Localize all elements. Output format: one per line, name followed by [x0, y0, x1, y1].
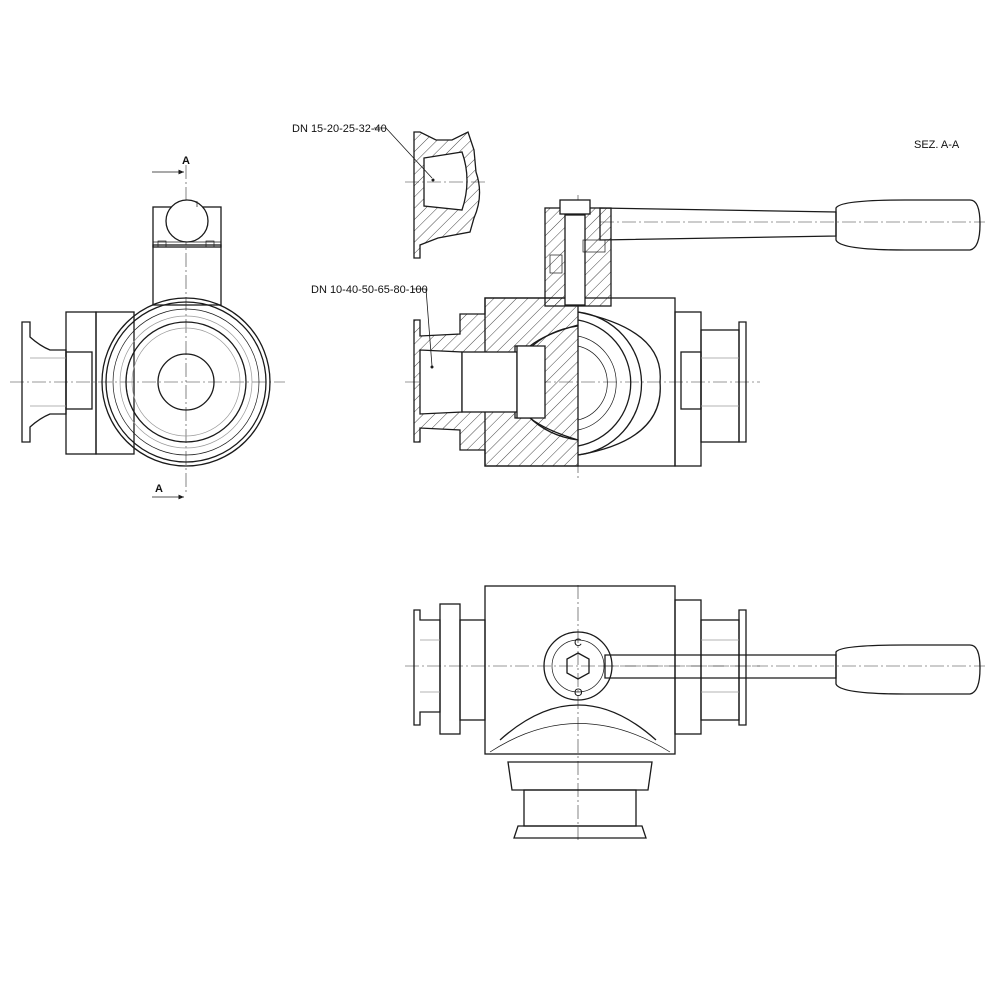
side-view: A A	[10, 155, 285, 500]
section-marker-top: A	[182, 155, 190, 167]
dn-small-label: DN 15-20-25-32-40	[292, 123, 387, 135]
knob-o-label: O	[574, 687, 583, 699]
section-marker-bottom: A	[155, 483, 163, 495]
section-title: SEZ. A-A	[914, 139, 960, 151]
knob-c-label: C	[574, 637, 582, 649]
detail-small-dn: DN 15-20-25-32-40	[292, 123, 488, 259]
section-a-a: SEZ. A-A	[311, 139, 985, 480]
top-view: C O	[405, 585, 985, 840]
dn-large-label: DN 10-40-50-65-80-100	[311, 284, 428, 296]
